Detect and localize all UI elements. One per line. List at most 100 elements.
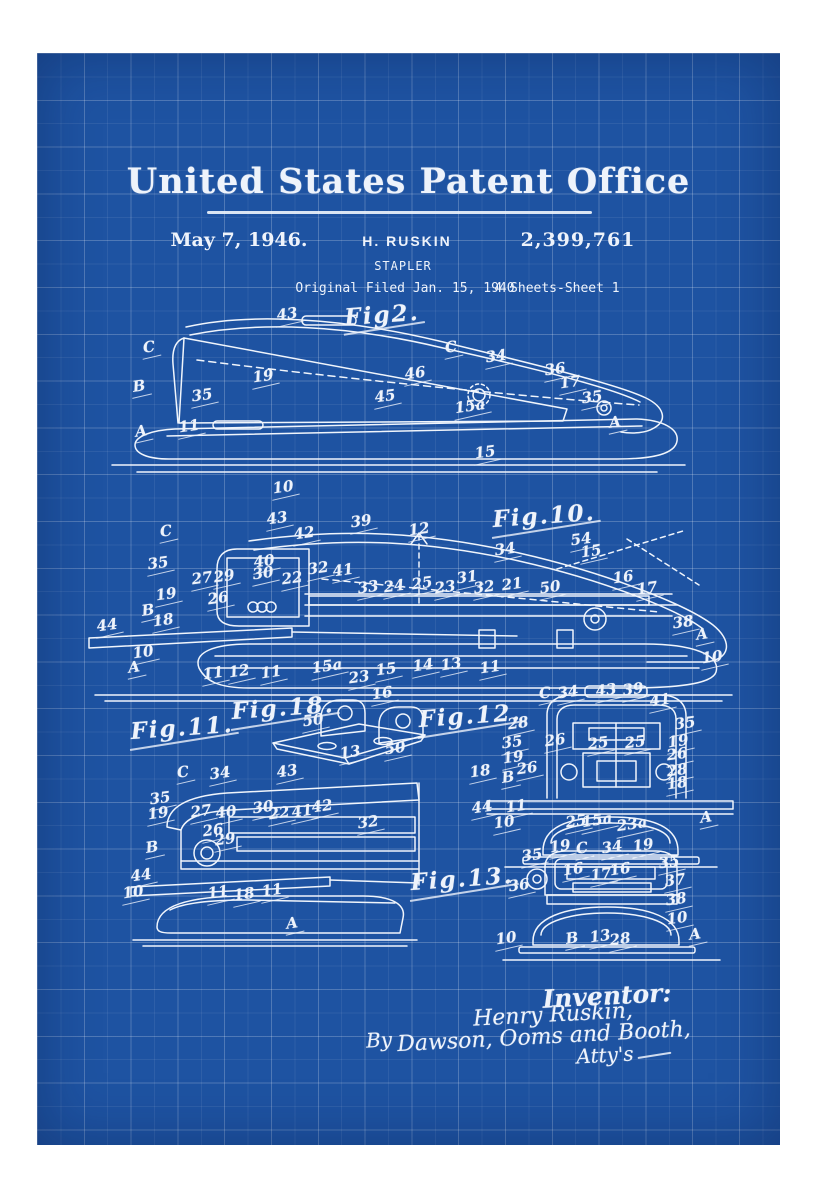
callout-fig2-A: A — [607, 412, 623, 432]
callout-fig10-16: 16 — [611, 566, 635, 588]
callout-fig10-12: 12 — [407, 518, 431, 540]
page-title: United States Patent Office — [126, 161, 691, 202]
callout-fig13-35: 35 — [657, 851, 681, 873]
callout-fig2-17: 17 — [558, 371, 582, 393]
callout-fig2-19: 19 — [251, 365, 275, 387]
callout-fig10-15: 15 — [579, 540, 603, 562]
callout-fig10-13: 13 — [439, 653, 463, 675]
figure-label-fig13: Fig.13. — [409, 861, 515, 897]
callout-fig10-C: C — [158, 521, 174, 541]
callout-fig10-11: 11 — [478, 656, 502, 678]
callout-fig2-35: 35 — [190, 384, 214, 406]
callout-fig10-41: 41 — [331, 559, 355, 581]
callout-fig12-23a: 23a — [615, 812, 649, 836]
inventor-name: H. RUSKIN — [362, 233, 452, 249]
callout-fig12-18: 18 — [665, 772, 689, 794]
callout-fig13-34: 34 — [600, 836, 624, 858]
callout-fig11-43: 43 — [275, 760, 299, 782]
callout-fig13-36: 36 — [507, 874, 531, 896]
callout-fig18-50: 50 — [301, 709, 325, 731]
callout-fig10-17: 17 — [635, 577, 659, 599]
callout-fig10-38: 38 — [671, 611, 695, 633]
callout-fig11-41: 41 — [290, 800, 314, 822]
callout-fig10-11: 11 — [201, 662, 225, 684]
callout-fig10-32: 32 — [472, 576, 496, 598]
callout-fig11-10: 10 — [121, 881, 145, 903]
attorney-suffix: Atty's — [575, 1041, 635, 1069]
patent-number: 2,399,761 — [520, 229, 636, 251]
callout-fig10-34: 34 — [493, 538, 517, 560]
callout-fig10-24: 24 — [382, 575, 406, 597]
callout-fig2-10: 10 — [271, 476, 295, 498]
fig11-drawing — [130, 782, 420, 947]
callout-fig2-B: B — [131, 376, 147, 396]
callout-fig18-16: 16 — [370, 682, 394, 704]
callout-fig11-C: C — [175, 762, 191, 782]
callout-fig13-38: 38 — [664, 888, 688, 910]
callout-fig13-28: 28 — [608, 928, 632, 950]
callout-fig13-B: B — [564, 928, 580, 948]
callout-fig13-10: 10 — [665, 907, 689, 929]
callout-fig12-43: 43 — [594, 679, 618, 701]
callout-fig12-34: 34 — [556, 681, 580, 703]
sheet-info: 4 Sheets-Sheet 1 — [494, 281, 620, 296]
callout-fig12-C: C — [537, 683, 553, 703]
callout-fig11-22: 22 — [267, 802, 291, 824]
callout-fig12-B: B — [500, 767, 516, 787]
callout-fig13-A: A — [687, 924, 703, 944]
callout-fig11-18: 18 — [232, 883, 256, 905]
callout-fig10-10: 10 — [700, 646, 724, 668]
callout-fig2-15a: 15a — [453, 394, 487, 418]
callout-fig13-37: 37 — [663, 869, 687, 891]
callout-fig10-43: 43 — [265, 507, 289, 529]
callout-fig12-A: A — [698, 807, 714, 827]
callout-fig10-23: 23 — [347, 666, 371, 688]
callout-fig10-35: 35 — [146, 552, 170, 574]
callout-fig10-27: 27 — [190, 567, 214, 589]
callout-fig10-A: A — [694, 624, 710, 644]
callout-fig10-32: 32 — [306, 557, 330, 579]
callout-fig10-39: 39 — [349, 510, 373, 532]
callout-fig11-11: 11 — [206, 881, 230, 903]
callout-fig10-15a: 15a — [310, 654, 344, 678]
patent-date: May 7, 1946. — [170, 229, 308, 251]
callout-fig12-26: 26 — [543, 729, 567, 751]
callout-fig11-42: 42 — [310, 795, 334, 817]
filing-info: Original Filed Jan. 15, 1940 — [295, 281, 515, 296]
callout-fig12-44: 44 — [470, 796, 494, 818]
callout-fig12-25: 25 — [623, 731, 647, 753]
callout-fig2-43: 43 — [275, 303, 299, 325]
callout-fig12-39: 39 — [621, 678, 645, 700]
figure-label-fig2: Fig2. — [343, 298, 421, 332]
callout-fig10-26: 26 — [206, 587, 230, 609]
callout-fig10-44: 44 — [95, 614, 119, 636]
callout-fig2-11: 11 — [177, 415, 201, 437]
callout-fig18-13: 13 — [338, 741, 362, 763]
callout-fig11-29: 29 — [213, 828, 237, 850]
callout-fig10-A: A — [126, 657, 142, 677]
figure-label-fig10: Fig.10. — [491, 498, 597, 534]
callout-fig13-16: 16 — [608, 858, 632, 880]
callout-fig2-35: 35 — [580, 386, 604, 408]
by-label: By — [365, 1027, 393, 1053]
callout-fig12-15a: 15a — [580, 808, 614, 832]
callout-fig10-42: 42 — [292, 522, 316, 544]
callout-fig18-50: 50 — [383, 737, 407, 759]
callout-fig12-18: 18 — [468, 760, 492, 782]
callout-fig12-26: 26 — [515, 757, 539, 779]
callout-fig2-C: C — [443, 337, 459, 357]
callout-fig10-18: 18 — [151, 609, 175, 631]
callout-fig2-C: C — [141, 337, 157, 357]
callout-fig12-10: 10 — [492, 811, 516, 833]
callout-fig13-35: 35 — [520, 844, 544, 866]
figure-label-fig11: Fig.11. — [129, 710, 235, 746]
callout-fig12-28: 28 — [506, 712, 530, 734]
callout-fig10-11: 11 — [259, 661, 283, 683]
callout-fig2-A: A — [133, 421, 149, 441]
callout-fig10-50: 50 — [538, 576, 562, 598]
callout-fig10-30: 30 — [251, 562, 275, 584]
callout-fig13-19: 19 — [548, 835, 572, 857]
callout-fig13-C: C — [574, 838, 590, 858]
callout-fig11-32: 32 — [356, 811, 380, 833]
